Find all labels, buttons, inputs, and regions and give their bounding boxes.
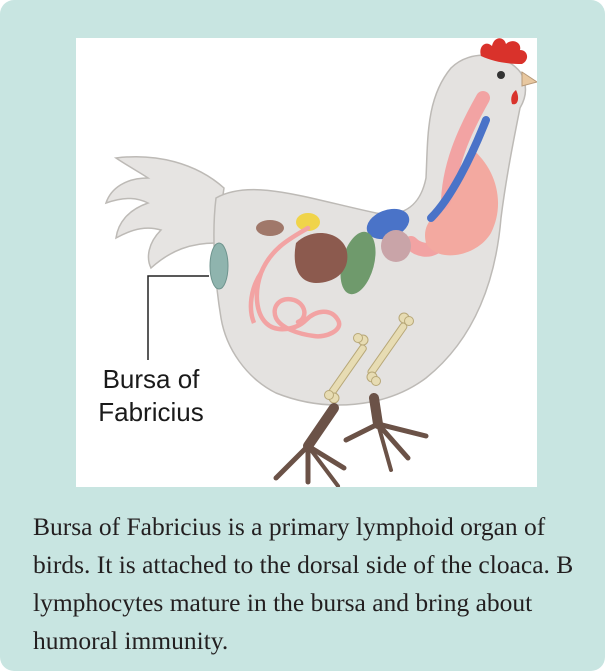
bursa-of-fabricius bbox=[210, 243, 228, 289]
beak-icon bbox=[522, 72, 537, 86]
chicken-diagram: Bursa of Fabricius bbox=[76, 38, 537, 487]
legs bbox=[276, 398, 426, 486]
bursa-label: Bursa of Fabricius bbox=[86, 363, 216, 429]
leader-line bbox=[148, 276, 209, 360]
heart bbox=[381, 230, 411, 262]
tail-feathers bbox=[106, 157, 224, 268]
caption-text: Bursa of Fabricius is a primary lymphoid… bbox=[33, 508, 593, 660]
eye-icon bbox=[497, 71, 505, 79]
